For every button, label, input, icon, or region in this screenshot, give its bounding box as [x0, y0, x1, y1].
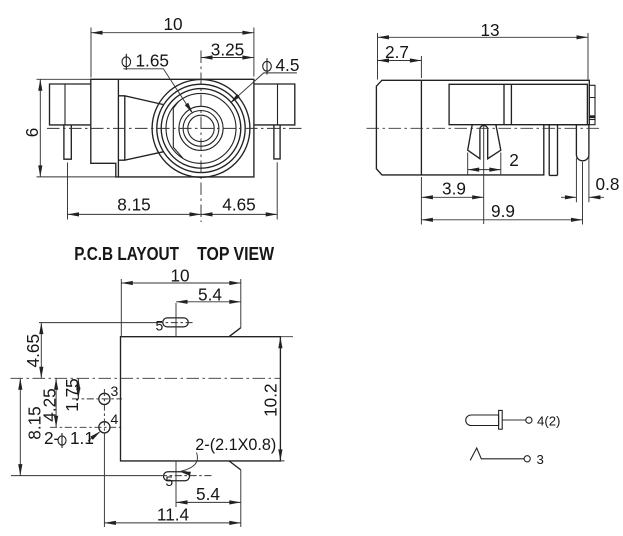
svg-text:4.5: 4.5 — [276, 55, 300, 75]
svg-text:2-: 2- — [44, 428, 59, 448]
svg-text:11.4: 11.4 — [157, 505, 190, 525]
svg-text:2-(2.1X0.8): 2-(2.1X0.8) — [195, 436, 276, 454]
svg-text:4.25: 4.25 — [39, 388, 59, 421]
svg-text:5.4: 5.4 — [198, 285, 222, 305]
svg-text:8.15: 8.15 — [117, 195, 150, 215]
svg-text:1.1: 1.1 — [70, 428, 94, 448]
svg-text:5.4: 5.4 — [196, 484, 220, 504]
svg-text:5: 5 — [156, 318, 164, 334]
svg-text:TOP VIEW: TOP VIEW — [197, 244, 274, 264]
svg-text:6: 6 — [22, 128, 42, 138]
svg-text:10: 10 — [163, 14, 182, 34]
svg-text:4(2): 4(2) — [537, 413, 560, 428]
svg-text:8.15: 8.15 — [25, 406, 45, 439]
svg-text:3.25: 3.25 — [211, 40, 244, 60]
svg-text:3: 3 — [111, 383, 119, 399]
svg-text:10.2: 10.2 — [260, 383, 280, 416]
svg-text:0.8: 0.8 — [596, 174, 620, 194]
svg-text:2.7: 2.7 — [385, 42, 409, 62]
svg-text:1.65: 1.65 — [136, 51, 169, 71]
svg-text:3.9: 3.9 — [442, 178, 466, 198]
svg-text:3: 3 — [537, 452, 544, 467]
svg-text:4.65: 4.65 — [222, 195, 255, 215]
svg-text:5: 5 — [165, 473, 173, 489]
svg-text:2: 2 — [509, 150, 519, 170]
svg-text:P.C.B LAYOUT: P.C.B LAYOUT — [74, 244, 179, 264]
svg-text:4.65: 4.65 — [23, 334, 43, 367]
svg-text:1.75: 1.75 — [62, 378, 82, 411]
svg-text:10: 10 — [170, 266, 189, 286]
svg-text:13: 13 — [480, 20, 499, 40]
svg-text:4: 4 — [111, 411, 119, 427]
svg-text:9.9: 9.9 — [491, 201, 515, 221]
